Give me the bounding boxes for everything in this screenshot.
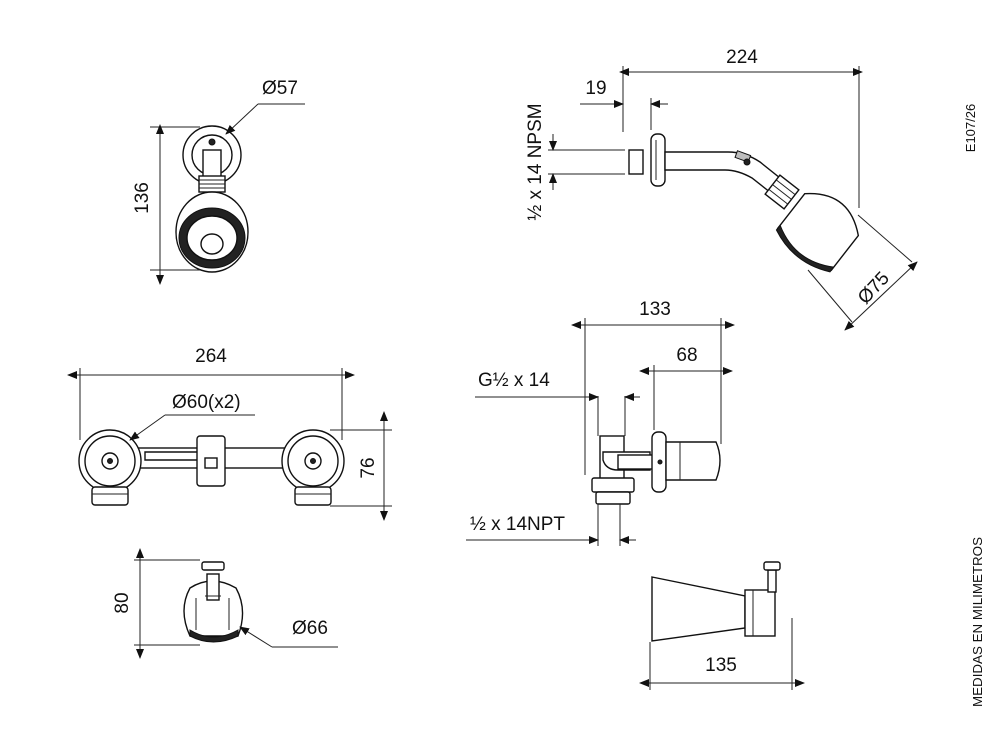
valve-height-label: 76 [358, 457, 379, 478]
valve-thread-top-label: G½ x 14 [478, 370, 550, 391]
valve-thread-bottom-label: ½ x 14NPT [470, 514, 565, 535]
valve-width-label: 264 [195, 346, 227, 367]
showerhead-front-dimensions: 136 Ø57 [132, 78, 305, 285]
spout-side-view [651, 561, 781, 642]
drawing-code-label: E107/26 [963, 104, 978, 152]
showerhead-side-diameter-label: Ø75 [854, 268, 894, 309]
units-note-label: MEDIDAS EN MILIMETROS [970, 537, 985, 707]
valve-side-handle-label: 68 [676, 345, 697, 366]
valve-side-view [591, 431, 721, 505]
spout-front-dimensions: 80 Ø66 [112, 548, 338, 659]
showerhead-diameter-label: Ø57 [262, 78, 298, 99]
arm-flange-label: 19 [585, 78, 606, 99]
spout-side-dimensions: 135 [639, 618, 805, 690]
showerhead-front-view [175, 125, 249, 273]
valve-front-dimensions: 264 Ø60(x2) 76 [67, 346, 392, 521]
spout-height-label: 80 [112, 592, 133, 613]
valve-handle-diameter-label: Ø60(x2) [172, 392, 241, 413]
valve-side-depth-label: 133 [639, 299, 671, 320]
spout-front-view [183, 561, 244, 643]
valve-front-view [78, 429, 345, 506]
shower-arm-dimensions: 224 19 ½ x 14 NPSM Ø75 [525, 47, 918, 331]
spout-length-label: 135 [705, 655, 737, 676]
arm-length-label: 224 [726, 47, 758, 68]
showerhead-height-label: 136 [132, 182, 153, 214]
arm-thread-label: ½ x 14 NPSM [525, 103, 546, 220]
valve-side-dimensions: 133 68 G½ x 14 ½ x 14NPT [466, 299, 735, 546]
spout-diameter-label: Ø66 [292, 618, 328, 639]
shower-arm-side-view [628, 133, 860, 273]
